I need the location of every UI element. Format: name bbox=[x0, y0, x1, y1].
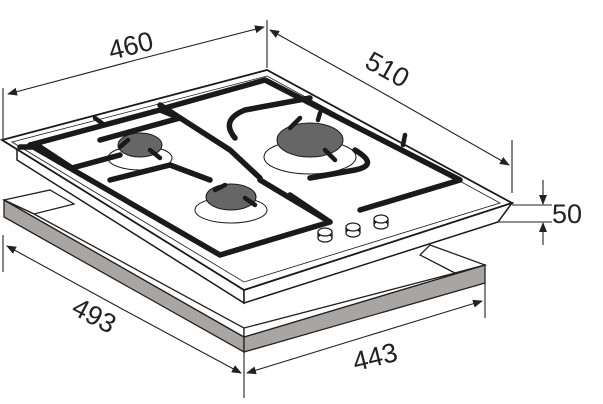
dim-460-line bbox=[7, 59, 137, 96]
hob-top bbox=[0, 69, 515, 291]
dim-443-label: 443 bbox=[350, 337, 401, 377]
burner-cap-front bbox=[205, 183, 257, 211]
dim-50-label: 50 bbox=[552, 199, 582, 229]
dim-493-label: 493 bbox=[67, 292, 121, 340]
dim-510-line bbox=[269, 29, 391, 98]
pan-supports bbox=[17, 77, 463, 258]
grate-left-front bbox=[27, 102, 333, 258]
cutout-frame bbox=[1, 189, 488, 354]
dim-493-line bbox=[6, 245, 125, 311]
hob bbox=[0, 69, 515, 305]
knob-1 bbox=[317, 227, 333, 243]
dim-460-label: 460 bbox=[105, 26, 156, 66]
grate-right bbox=[162, 77, 463, 225]
dim-510-label: 510 bbox=[360, 46, 414, 94]
knob-2 bbox=[345, 222, 361, 238]
dim-443-line bbox=[246, 336, 365, 375]
dimension-lines bbox=[2, 20, 552, 398]
control-knobs bbox=[317, 214, 389, 243]
knob-3 bbox=[373, 214, 389, 230]
burner-cap-right-back bbox=[276, 122, 344, 158]
